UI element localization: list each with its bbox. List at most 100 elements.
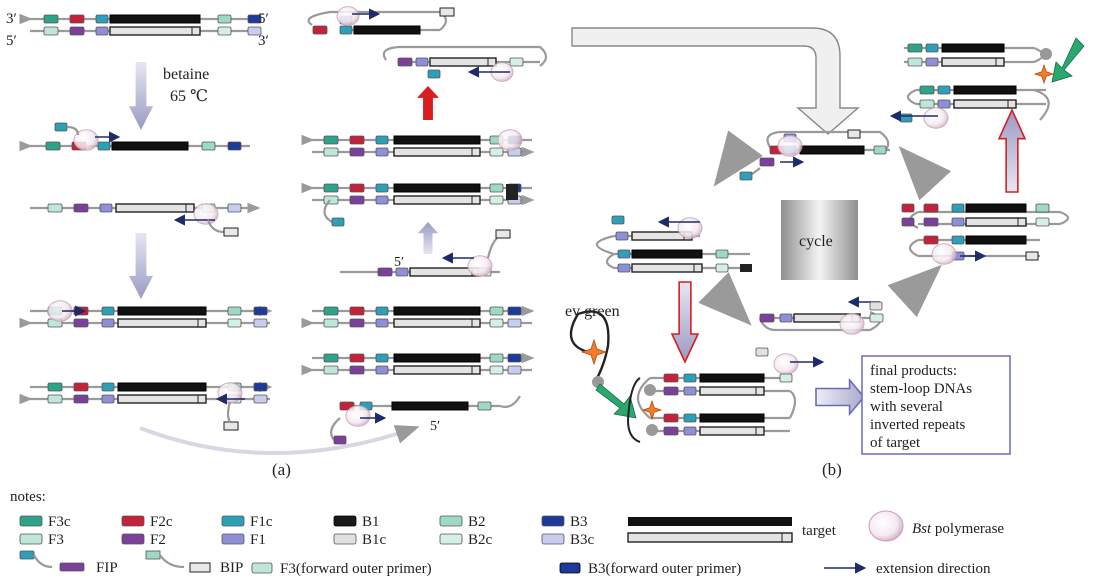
a-right-duplex-3-top-f1c xyxy=(375,306,389,316)
a-second-dumbbell-loop xyxy=(382,45,548,67)
b-top-right-pair-2-f1c xyxy=(937,85,951,95)
b-left-dumbbell-target-outline-2 xyxy=(631,263,703,273)
a-top-dumbbell-loop xyxy=(307,10,448,31)
a-right-duplex-4-bot-b3c xyxy=(507,365,522,375)
a-right-duplex-4-top-f1c xyxy=(375,353,389,363)
b-top-right-pair-2-f3 xyxy=(919,99,935,109)
a-split-top-f3c xyxy=(45,141,61,151)
a-top-dumbbell-target xyxy=(353,25,421,35)
a-fourth-duplex-bot-f1 xyxy=(101,394,115,404)
notes-title: notes: xyxy=(10,489,46,505)
a-right-duplex-4-top-b2 xyxy=(489,353,504,363)
legend-label-b2: B2 xyxy=(468,514,486,530)
a-right-duplex-2-top-target xyxy=(393,183,481,193)
b-top-right-green-arrow xyxy=(1051,37,1085,83)
a-right-duplex-3-top-f2c xyxy=(349,306,365,316)
legend-swatch-f3 xyxy=(19,533,43,545)
a-second-dumbbell-target xyxy=(429,57,497,67)
a-split-bot-f2 xyxy=(73,203,89,213)
a-top-dumbbell-f1c xyxy=(339,25,353,35)
b-final-row-1-f1 xyxy=(683,386,697,396)
b-top-right-pair-1-f3c xyxy=(907,43,923,53)
b-right-dumbbell-f2 xyxy=(901,217,915,227)
a-second-dumbbell-f1 xyxy=(415,57,429,67)
b-right-dumbbell-f2-2 xyxy=(923,217,939,227)
b-final-row-1-f2c xyxy=(663,373,679,383)
legend-label-b2c: B2c xyxy=(468,532,493,548)
final-products-box xyxy=(861,355,1011,455)
b-final-row-1-f2 xyxy=(663,386,679,396)
b-top-dumbbell-f2 xyxy=(759,157,775,167)
a-second-dumbbell-b2c xyxy=(509,57,524,67)
a-start-duplex-bot-target xyxy=(109,26,201,36)
legend-fip-link xyxy=(33,554,53,569)
b-final-row-2-f2 xyxy=(663,426,679,436)
b-top-right-pair-2-loop-r xyxy=(1033,88,1050,121)
a-loop-duplex-top-target xyxy=(117,306,207,316)
a-loop-duplex-bot-f2 xyxy=(73,318,89,328)
a-loop-duplex-top-b2 xyxy=(227,306,242,316)
b-final-row-1-f1c xyxy=(683,373,697,383)
a-right-duplex-1-top-f3c xyxy=(323,135,339,145)
legend-b3-primer-swatch xyxy=(559,562,581,574)
condition-temperature: 65 ℃ xyxy=(170,88,208,105)
a-loop-duplex-top-f1c xyxy=(101,306,115,316)
b-final-star xyxy=(641,399,663,421)
a-fourth-duplex-top-f2c xyxy=(73,382,89,392)
label-5prime-left: 5′ xyxy=(6,33,17,49)
b-final-row-2-f1 xyxy=(683,426,697,436)
a-split-fip-link xyxy=(66,125,80,136)
a-start-duplex-top-f2c xyxy=(69,14,85,24)
a-fourth-duplex-top-f1c xyxy=(101,382,115,392)
label-5prime-mid: 5′ xyxy=(394,255,404,270)
b-top-dumbbell-loop xyxy=(766,130,890,153)
label-3prime-right: 3′ xyxy=(258,33,269,49)
b-left-dumbbell-loop-b xyxy=(605,253,615,270)
a-right-duplex-1-bot-f2 xyxy=(349,147,365,157)
b-left-dumbbell-b2 xyxy=(715,249,729,259)
a-red-up-arrow xyxy=(417,86,439,120)
b-final-b2c xyxy=(779,373,793,383)
a-split-top-bst xyxy=(73,129,99,151)
a-second-dumbbell-f1c xyxy=(427,69,441,79)
a-fourth-bst xyxy=(217,382,243,404)
b-top-dumbbell-cap xyxy=(847,129,861,139)
legend-target-label: target xyxy=(802,523,837,539)
label-3prime-left: 3′ xyxy=(6,11,17,27)
b-bottom-mid-b2c xyxy=(869,313,884,323)
a-right-duplex-4-top-b3 xyxy=(507,353,522,363)
final-box-line-3: with several xyxy=(870,399,943,415)
legend-label-b3: B3 xyxy=(570,514,588,530)
b-top-right-pair-2-f1 xyxy=(937,99,951,109)
b-left-dumbbell-loop-a xyxy=(595,234,615,256)
a-top-dumbbell-f2c xyxy=(312,25,328,35)
condition-betaine: betaine xyxy=(163,66,209,83)
a-right-duplex-3-bot-target xyxy=(393,318,481,328)
b-right-dumbbell-loop-c xyxy=(908,239,919,257)
b-top-right-pair-2-f3c xyxy=(919,85,935,95)
a-arrow-down-2 xyxy=(129,233,153,299)
b-left-dumbbell-b2c xyxy=(715,263,729,273)
a-fourth-duplex-bot-target xyxy=(117,394,207,404)
legend-bst-label: Bst polymerase xyxy=(912,521,1004,537)
a-arrow-down-1 xyxy=(129,62,153,130)
a-split-top-target xyxy=(111,141,189,151)
a-right-duplex-1-top-f1c xyxy=(375,135,389,145)
a-right-duplex-2-top-b2 xyxy=(489,183,504,193)
legend-label-f2c: F2c xyxy=(150,514,173,530)
a-right-duplex-1-bot-b2c xyxy=(489,147,504,157)
label-5prime-bottom: 5′ xyxy=(430,419,440,434)
b-top-right-pair-2-loop xyxy=(906,88,917,106)
legend-target-bottom xyxy=(627,532,793,543)
a-loop-duplex-bot-b3c xyxy=(253,318,268,328)
b-final-row-1-target-1 xyxy=(699,373,765,383)
a-split-top-b3 xyxy=(227,141,242,151)
legend-target-top xyxy=(628,517,792,526)
a-fourth-bip-link xyxy=(226,401,232,423)
legend-f3-primer-swatch xyxy=(251,562,273,574)
panel-b-label: (b) xyxy=(822,460,842,479)
b-right-dumbbell-f1c xyxy=(951,203,965,213)
legend-label-f2: F2 xyxy=(150,532,166,548)
a-right-duplex-2-cap xyxy=(506,184,518,200)
legend-extension-label: extension direction xyxy=(876,561,991,577)
